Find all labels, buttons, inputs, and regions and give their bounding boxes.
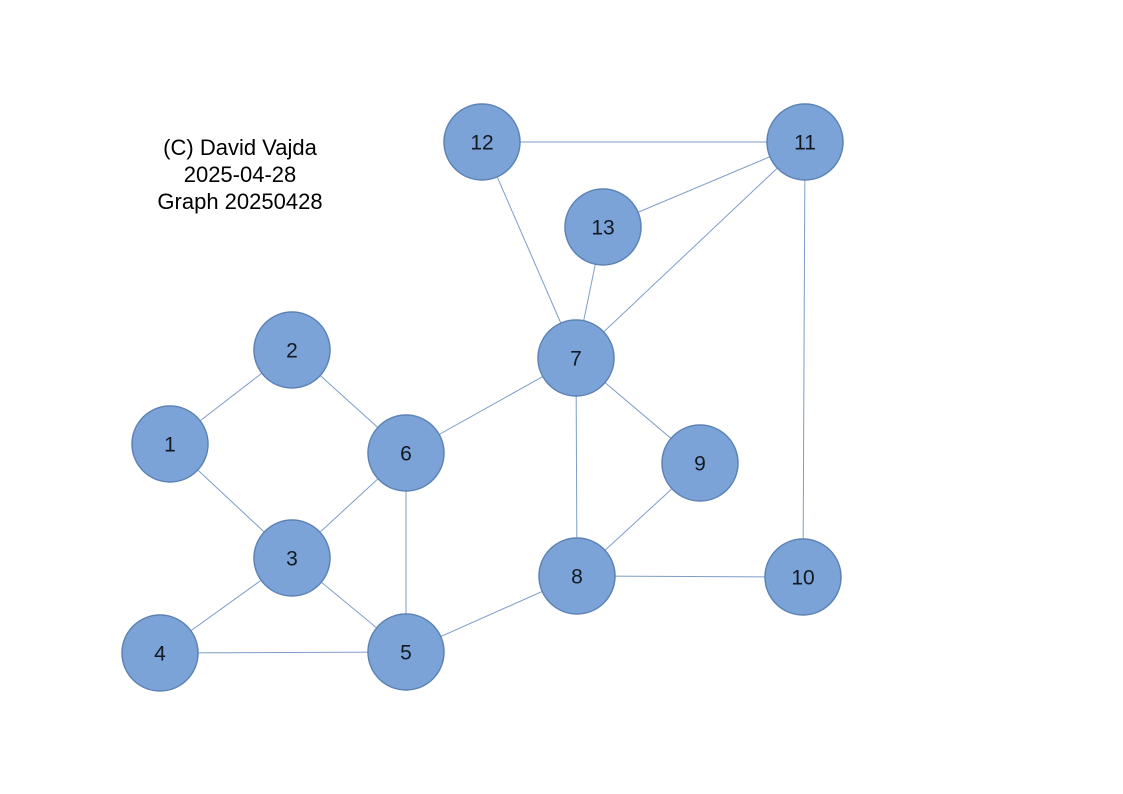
graph-edge-7-11 [575, 141, 806, 359]
graph-node-label-4: 4 [154, 642, 166, 665]
graph-node-label-1: 1 [164, 433, 176, 456]
graph-node-label-6: 6 [400, 442, 412, 465]
graph-node-2 [253, 311, 331, 389]
graph-node-label-9: 9 [694, 452, 706, 475]
graph-node-9 [661, 424, 739, 502]
graph-node-3 [253, 519, 331, 597]
graph-node-label-3: 3 [286, 547, 298, 570]
graph-node-label-7: 7 [570, 347, 582, 370]
graph-node-label-10: 10 [791, 566, 814, 589]
graph-node-7 [537, 319, 615, 397]
graph-node-10 [764, 538, 842, 616]
graph-node-1 [131, 405, 209, 483]
graph-node-4 [121, 614, 199, 692]
title-line-date: 2025-04-28 [183, 162, 297, 187]
graph-edge-10-11 [802, 141, 806, 578]
graph-node-5 [367, 613, 445, 691]
graph-node-13 [564, 188, 642, 266]
graph-node-label-8: 8 [571, 565, 583, 588]
graph-edge-7-12 [481, 141, 577, 359]
title-block: (C) David Vajda 2025-04-28 Graph 2025042… [90, 134, 390, 215]
graph-node-label-11: 11 [794, 131, 816, 154]
graph-node-label-12: 12 [470, 131, 493, 154]
graph-edge-4-5 [159, 651, 407, 654]
graph-node-label-13: 13 [591, 216, 614, 239]
graph-node-label-5: 5 [400, 641, 412, 664]
graph-node-6 [367, 414, 445, 492]
title-line-graph-name: Graph 20250428 [157, 189, 323, 214]
graph-node-8 [538, 537, 616, 615]
title-line-copyright: (C) David Vajda [163, 135, 317, 160]
graph-node-11 [766, 103, 844, 181]
graph-node-12 [443, 103, 521, 181]
graph-node-label-2: 2 [286, 339, 298, 362]
